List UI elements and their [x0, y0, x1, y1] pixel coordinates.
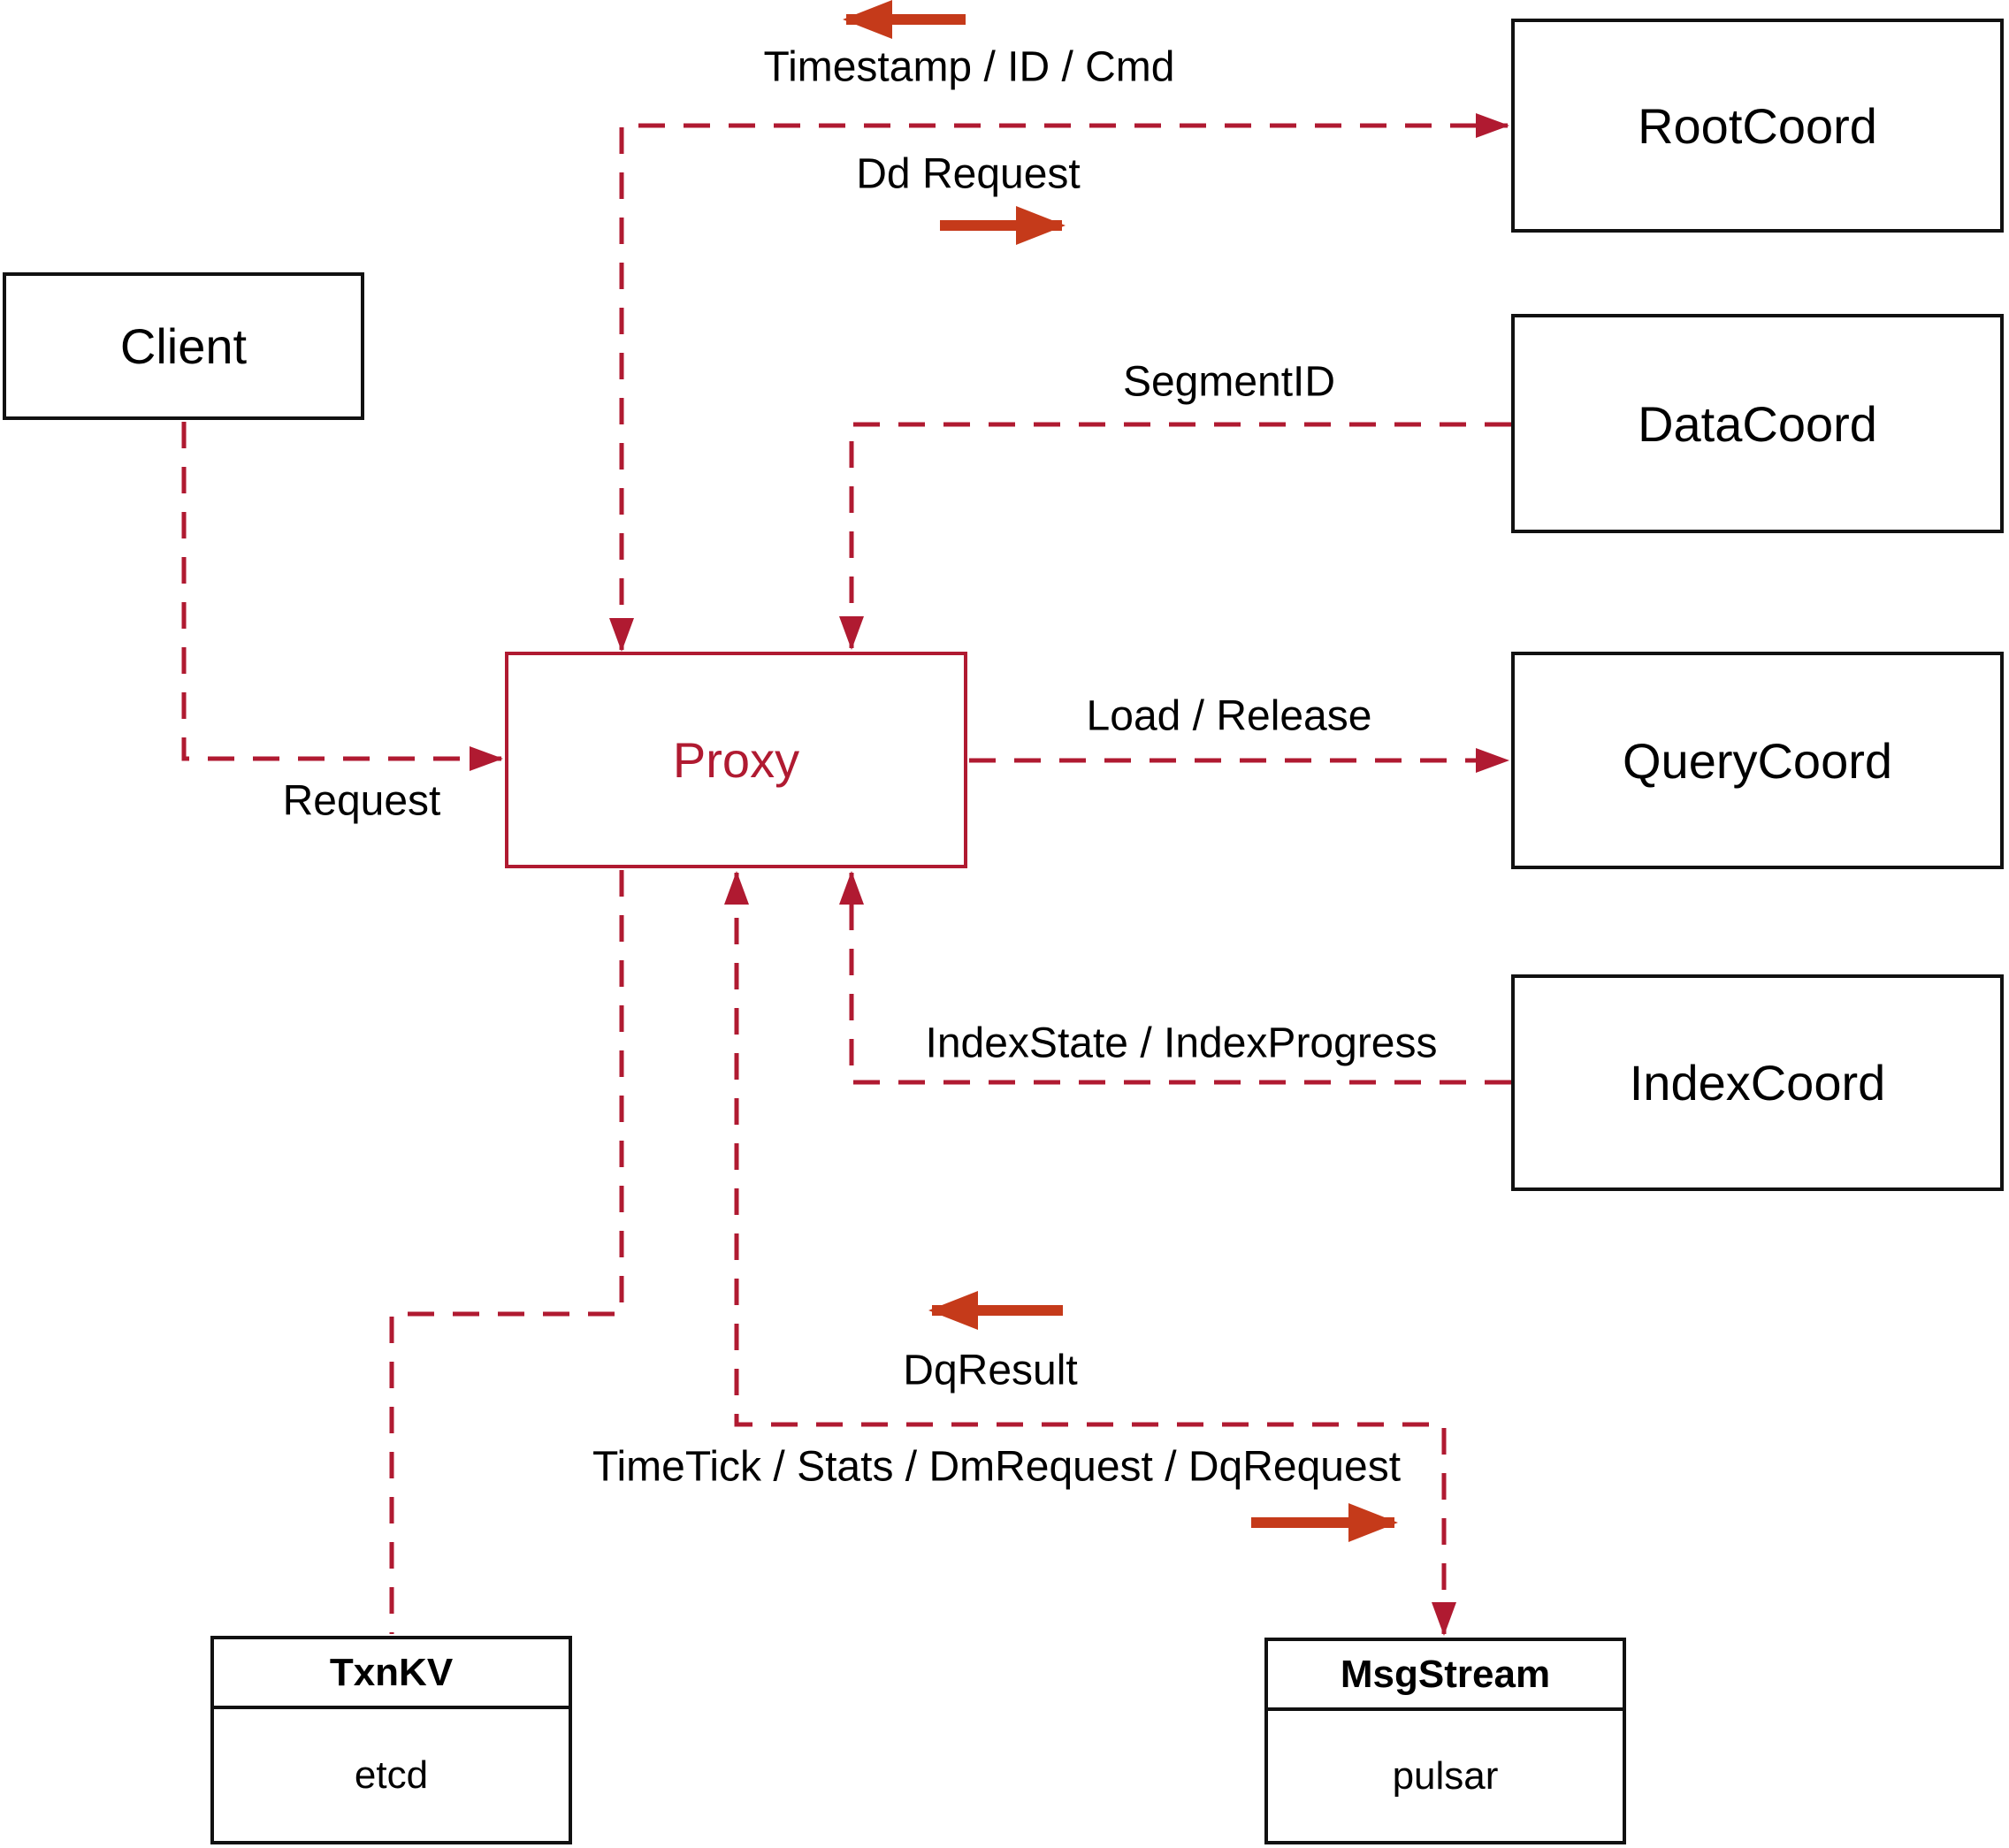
node-datacoord: DataCoord [1511, 314, 2004, 533]
node-indexcoord-label: IndexCoord [1629, 1055, 1886, 1111]
node-txnkv-title: TxnKV [214, 1639, 569, 1709]
node-client-label: Client [119, 318, 248, 374]
node-msgstream-subtitle: pulsar [1392, 1753, 1499, 1798]
node-rootcoord-label: RootCoord [1638, 97, 1877, 154]
edge-label-dd-request: Dd Request [856, 150, 1081, 198]
edge-client-proxy [181, 422, 503, 771]
node-indexcoord: IndexCoord [1511, 974, 2004, 1191]
node-client: Client [3, 272, 364, 420]
edge-label-segment-id: SegmentID [1122, 358, 1336, 406]
edge-label-load-release: Load / Release [1086, 692, 1372, 740]
node-proxy: Proxy [505, 652, 967, 868]
edge-label-timestamp: Timestamp / ID / Cmd [763, 43, 1175, 91]
node-proxy-label: Proxy [672, 732, 800, 788]
node-querycoord-label: QueryCoord [1622, 732, 1893, 789]
node-rootcoord: RootCoord [1511, 19, 2004, 233]
node-datacoord-label: DataCoord [1638, 395, 1877, 452]
edge-proxy-txnkv [389, 870, 624, 1634]
node-querycoord: QueryCoord [1511, 652, 2004, 869]
node-txnkv-subtitle: etcd [354, 1753, 429, 1797]
edge-label-dq-result: DqResult [903, 1347, 1078, 1394]
edge-label-index-state: IndexState / IndexProgress [925, 1019, 1438, 1067]
edge-proxy-msgstream [724, 871, 1456, 1636]
edge-datacoord-proxy [839, 422, 1511, 650]
node-msgstream: MsgStream pulsar [1264, 1638, 1626, 1844]
node-txnkv: TxnKV etcd [210, 1636, 572, 1844]
edge-label-request: Request [282, 777, 441, 825]
edge-label-timetick: TimeTick / Stats / DmRequest / DqRequest [592, 1443, 1402, 1491]
node-msgstream-title: MsgStream [1268, 1641, 1623, 1711]
edge-proxy-rootcoord [609, 113, 1509, 652]
